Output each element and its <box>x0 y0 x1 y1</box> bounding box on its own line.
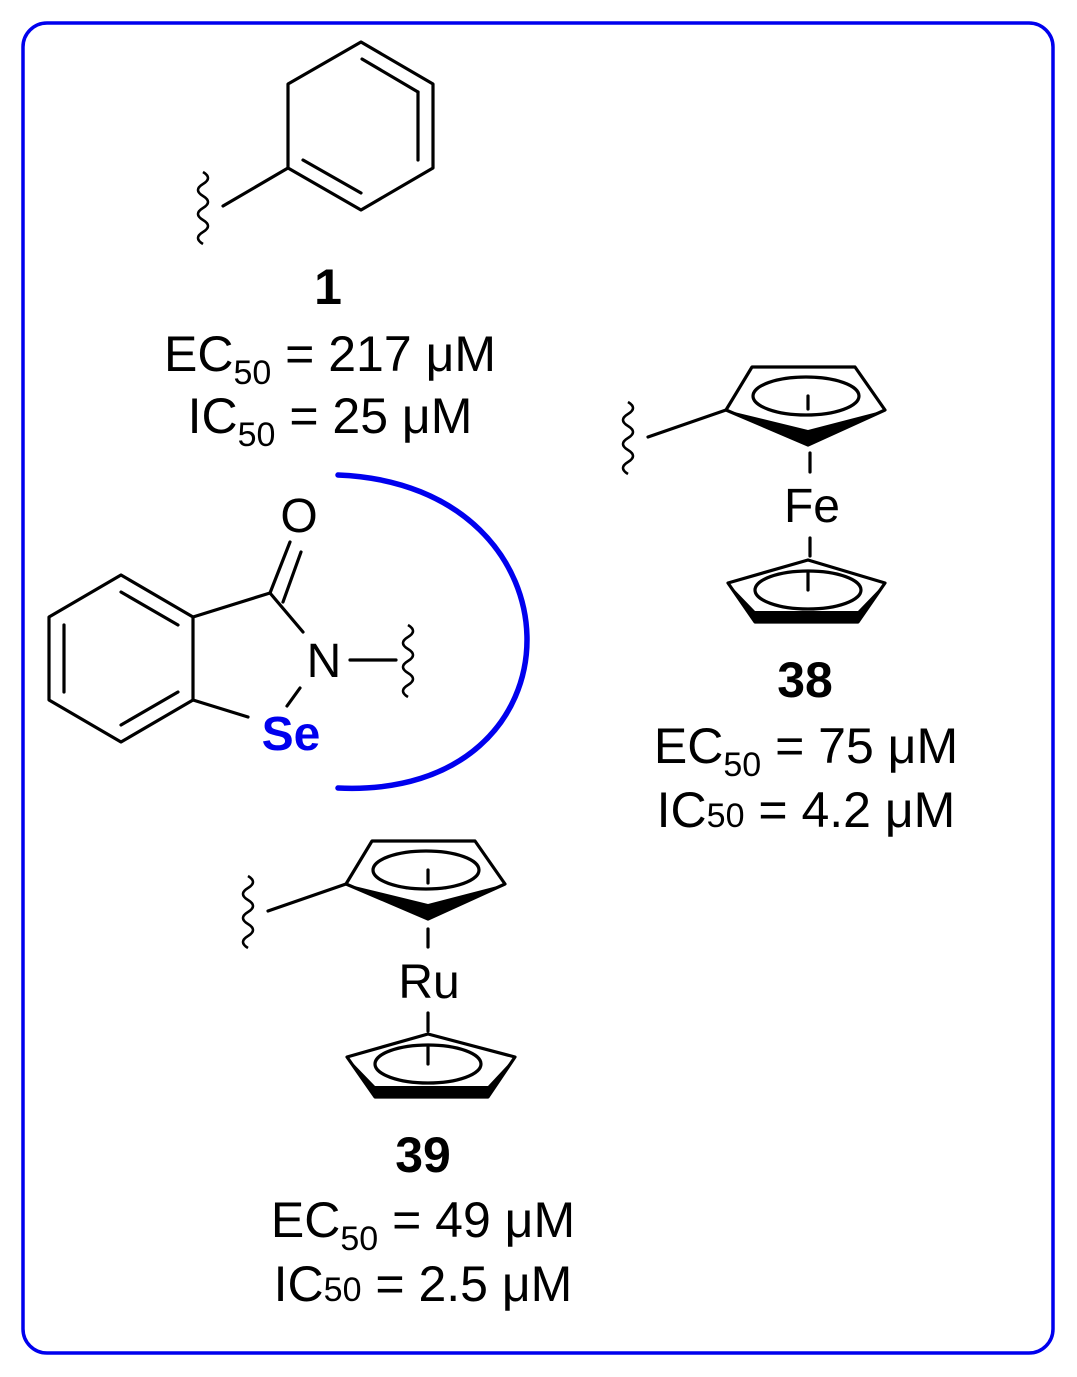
compound-1-ec50: EC50 = 217 μM <box>164 326 496 392</box>
compound-1-caption: 1 EC50 = 217 μM IC50 = 25 μM <box>164 259 496 454</box>
selenium-atom: Se <box>262 708 321 761</box>
compound-38-ec50: EC50 = 75 μM <box>654 718 958 784</box>
substituent-arc <box>335 472 530 791</box>
panel-border <box>21 21 1055 1355</box>
ruthenium-atom: Ru <box>398 956 459 1009</box>
compound-39-ic50: IC50 = 2.5 μM <box>274 1256 573 1312</box>
oxygen-atom: O <box>280 490 317 543</box>
compound-39-caption: 39 EC50 = 49 μM IC50 = 2.5 μM <box>271 1127 575 1312</box>
compound-38-caption: 38 EC50 = 75 μM IC50 = 4.2 μM <box>654 652 958 838</box>
compound-1-number: 1 <box>314 259 342 315</box>
nitrogen-atom: N <box>307 635 342 688</box>
iron-atom: Fe <box>784 480 840 533</box>
compound-39-ec50: EC50 = 49 μM <box>271 1192 575 1258</box>
ferrocene-structure: Fe <box>621 365 887 624</box>
compound-1-ic50: IC50 = 25 μM <box>188 388 473 454</box>
compound-38-ic50: IC50 = 4.2 μM <box>657 782 956 838</box>
ruthenocene-structure: Ru <box>241 839 517 1099</box>
compound-38-number: 38 <box>777 652 833 708</box>
compound-39-number: 39 <box>395 1127 451 1183</box>
ebselen-core-structure: O N Se <box>47 490 415 761</box>
phenyl-structure <box>196 40 435 246</box>
